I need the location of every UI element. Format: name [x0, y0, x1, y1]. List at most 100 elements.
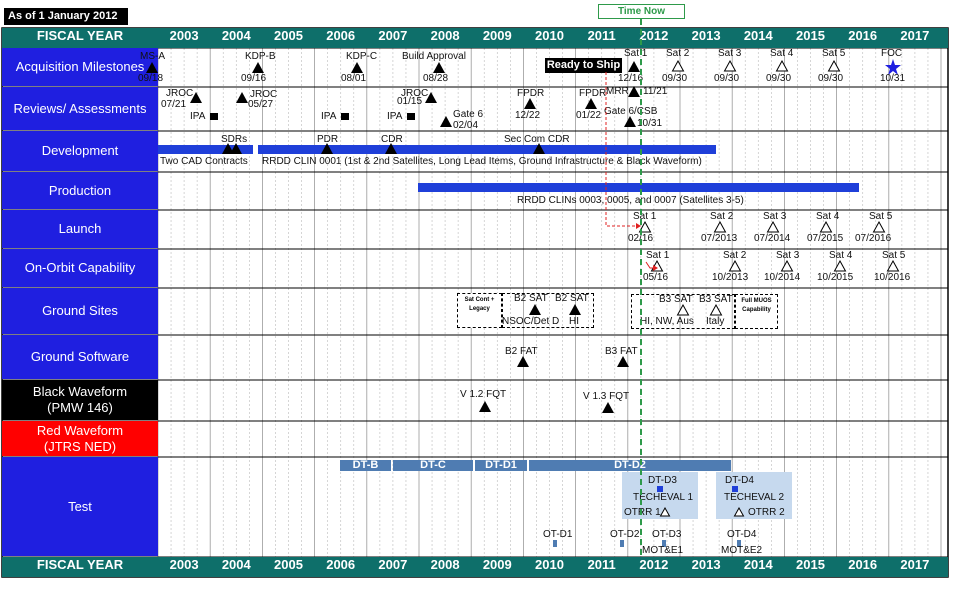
jroc2-date: 05/27	[248, 99, 274, 110]
jroc1-label: JROC	[166, 88, 194, 99]
orbit-sat3-open-milestone-icon	[780, 260, 794, 272]
fiscal-year-label: FISCAL YEAR	[36, 557, 124, 572]
orbit-sat2-date: 10/2013	[712, 272, 749, 283]
b3-fat-label: B3 FAT	[605, 346, 638, 357]
b3-sat2-open-milestone-icon	[709, 304, 723, 316]
row-label-on-orbit: On-Orbit Capability	[2, 249, 158, 287]
launch-sat5-open-milestone-icon	[872, 221, 886, 233]
dt-d3-marker-icon	[657, 486, 663, 492]
full-muos-label: Full MUOS Capability	[741, 298, 772, 313]
v13-fqt-milestone-icon	[602, 402, 614, 413]
mote2-label: MOT&E2	[721, 545, 763, 556]
year-label-2005: 2005	[274, 28, 303, 43]
year-label-2011: 2011	[587, 557, 616, 572]
gate6-date: 02/04	[453, 120, 479, 131]
dt-d3-label: DT-D3	[648, 475, 677, 486]
b2-sat2-milestone-icon	[569, 304, 581, 315]
otrr2-open-milestone-icon	[733, 507, 745, 517]
year-label-2006: 2006	[326, 28, 356, 43]
v13-fqt-label: V 1.3 FQT	[583, 391, 630, 402]
orbit-sat1-label: Sat 1	[646, 250, 670, 261]
year-label-2014: 2014	[743, 557, 773, 572]
italy-label: Italy	[706, 316, 725, 327]
orbit-sat5-open-milestone-icon	[886, 260, 900, 272]
gate6-label: Gate 6	[453, 109, 484, 120]
cdr-milestone-icon	[385, 143, 397, 154]
row-label-test: Test	[2, 457, 158, 556]
sat1-acq-date: 12/16	[618, 73, 644, 84]
year-label-2004: 2004	[221, 557, 251, 572]
sat2-acq-open-milestone-icon	[671, 60, 685, 72]
sat-cont-legacy-box: Sat Cont + Legacy	[457, 293, 502, 328]
techeval2-label: TECHEVAL 2	[724, 492, 785, 503]
mote1-label: MOT&E1	[642, 545, 684, 556]
row-label-black-waveform: Black Waveform (PMW 146)	[2, 380, 158, 420]
kdp-c-date: 08/01	[341, 73, 367, 84]
kdp-c-milestone-icon	[351, 62, 363, 73]
sat5-acq-date: 09/30	[818, 73, 844, 84]
ipa1-label: IPA	[190, 111, 206, 122]
sat3-acq-open-milestone-icon	[723, 60, 737, 72]
ot-d2-label: OT-D2	[610, 529, 640, 540]
gate6-csb-date: 10/31	[637, 118, 663, 129]
orbit-sat4-label: Sat 4	[829, 250, 853, 261]
orbit-sat1-date: 05/16	[643, 272, 669, 283]
year-label-2004: 2004	[221, 28, 251, 43]
dt-c-bar: DT-C	[393, 460, 473, 471]
rrdd-clin-0001-bar	[258, 145, 716, 154]
ot-d3-marker-icon	[662, 540, 666, 547]
jroc2-label: JROC	[250, 89, 278, 100]
ot-d4-marker-icon	[737, 540, 741, 547]
year-label-2010: 2010	[535, 28, 564, 43]
ot-d1-marker-icon	[553, 540, 557, 547]
b3-sat2-label: B3 SAT	[699, 294, 733, 305]
ot-d3-label: OT-D3	[652, 529, 682, 540]
cdr-label: CDR	[381, 134, 403, 145]
techeval1-box	[622, 472, 698, 519]
fpdr1-milestone-icon	[524, 98, 536, 109]
b2-sat1-label: B2 SAT	[514, 293, 548, 304]
fiscal-year-label: FISCAL YEAR	[36, 28, 124, 43]
sat4-acq-open-milestone-icon	[775, 60, 789, 72]
kdp-b-label: KDP-B	[245, 51, 276, 62]
kdp-b-milestone-icon	[252, 62, 264, 73]
launch-sat4-date: 07/2015	[807, 233, 844, 244]
v12-fqt-label: V 1.2 FQT	[460, 389, 507, 400]
row-label-launch: Launch	[2, 210, 158, 248]
ms-a-date: 09/18	[138, 73, 164, 84]
ipa3-marker-icon	[407, 113, 415, 120]
orbit-sat5-label: Sat 5	[882, 250, 906, 261]
ipa1-marker-icon	[210, 113, 218, 120]
sat1-acq-label: Sat 1	[624, 48, 648, 59]
pdr-milestone-icon	[321, 143, 333, 154]
sat2-acq-date: 09/30	[662, 73, 688, 84]
ipa3-label: IPA	[387, 111, 403, 122]
ot-d4-label: OT-D4	[727, 529, 757, 540]
launch-sat3-label: Sat 3	[763, 211, 787, 222]
launch-sat1-open-milestone-icon	[638, 221, 652, 233]
year-label-2010: 2010	[535, 557, 564, 572]
sdr1-milestone-icon	[222, 143, 234, 154]
otrr1-open-milestone-icon	[659, 507, 671, 517]
build-approval-date: 08/28	[423, 73, 449, 84]
rrdd-clins-production-bar	[418, 183, 859, 192]
foc-star-icon	[885, 59, 901, 75]
row-label-reviews: Reviews/ Assessments	[2, 87, 158, 130]
sat4-acq-date: 09/30	[766, 73, 792, 84]
launch-sat4-label: Sat 4	[816, 211, 840, 222]
b3-sat1-open-milestone-icon	[676, 304, 690, 316]
year-label-2006: 2006	[326, 557, 356, 572]
kdp-b-date: 09/16	[241, 73, 267, 84]
fpdr2-date: 01/22	[576, 110, 602, 121]
year-label-2007: 2007	[378, 28, 408, 43]
foc-date: 10/31	[880, 73, 906, 84]
sec-com-cdr-milestone-icon	[533, 143, 545, 154]
year-label-2005: 2005	[274, 557, 303, 572]
jroc2-milestone-icon	[236, 92, 248, 103]
full-muos-box: Full MUOS Capability	[735, 294, 778, 329]
orbit-sat1-open-milestone-icon	[650, 260, 664, 272]
ready-to-ship-label: Ready to Ship	[545, 58, 622, 73]
otrr2-label: OTRR 2	[748, 507, 785, 518]
